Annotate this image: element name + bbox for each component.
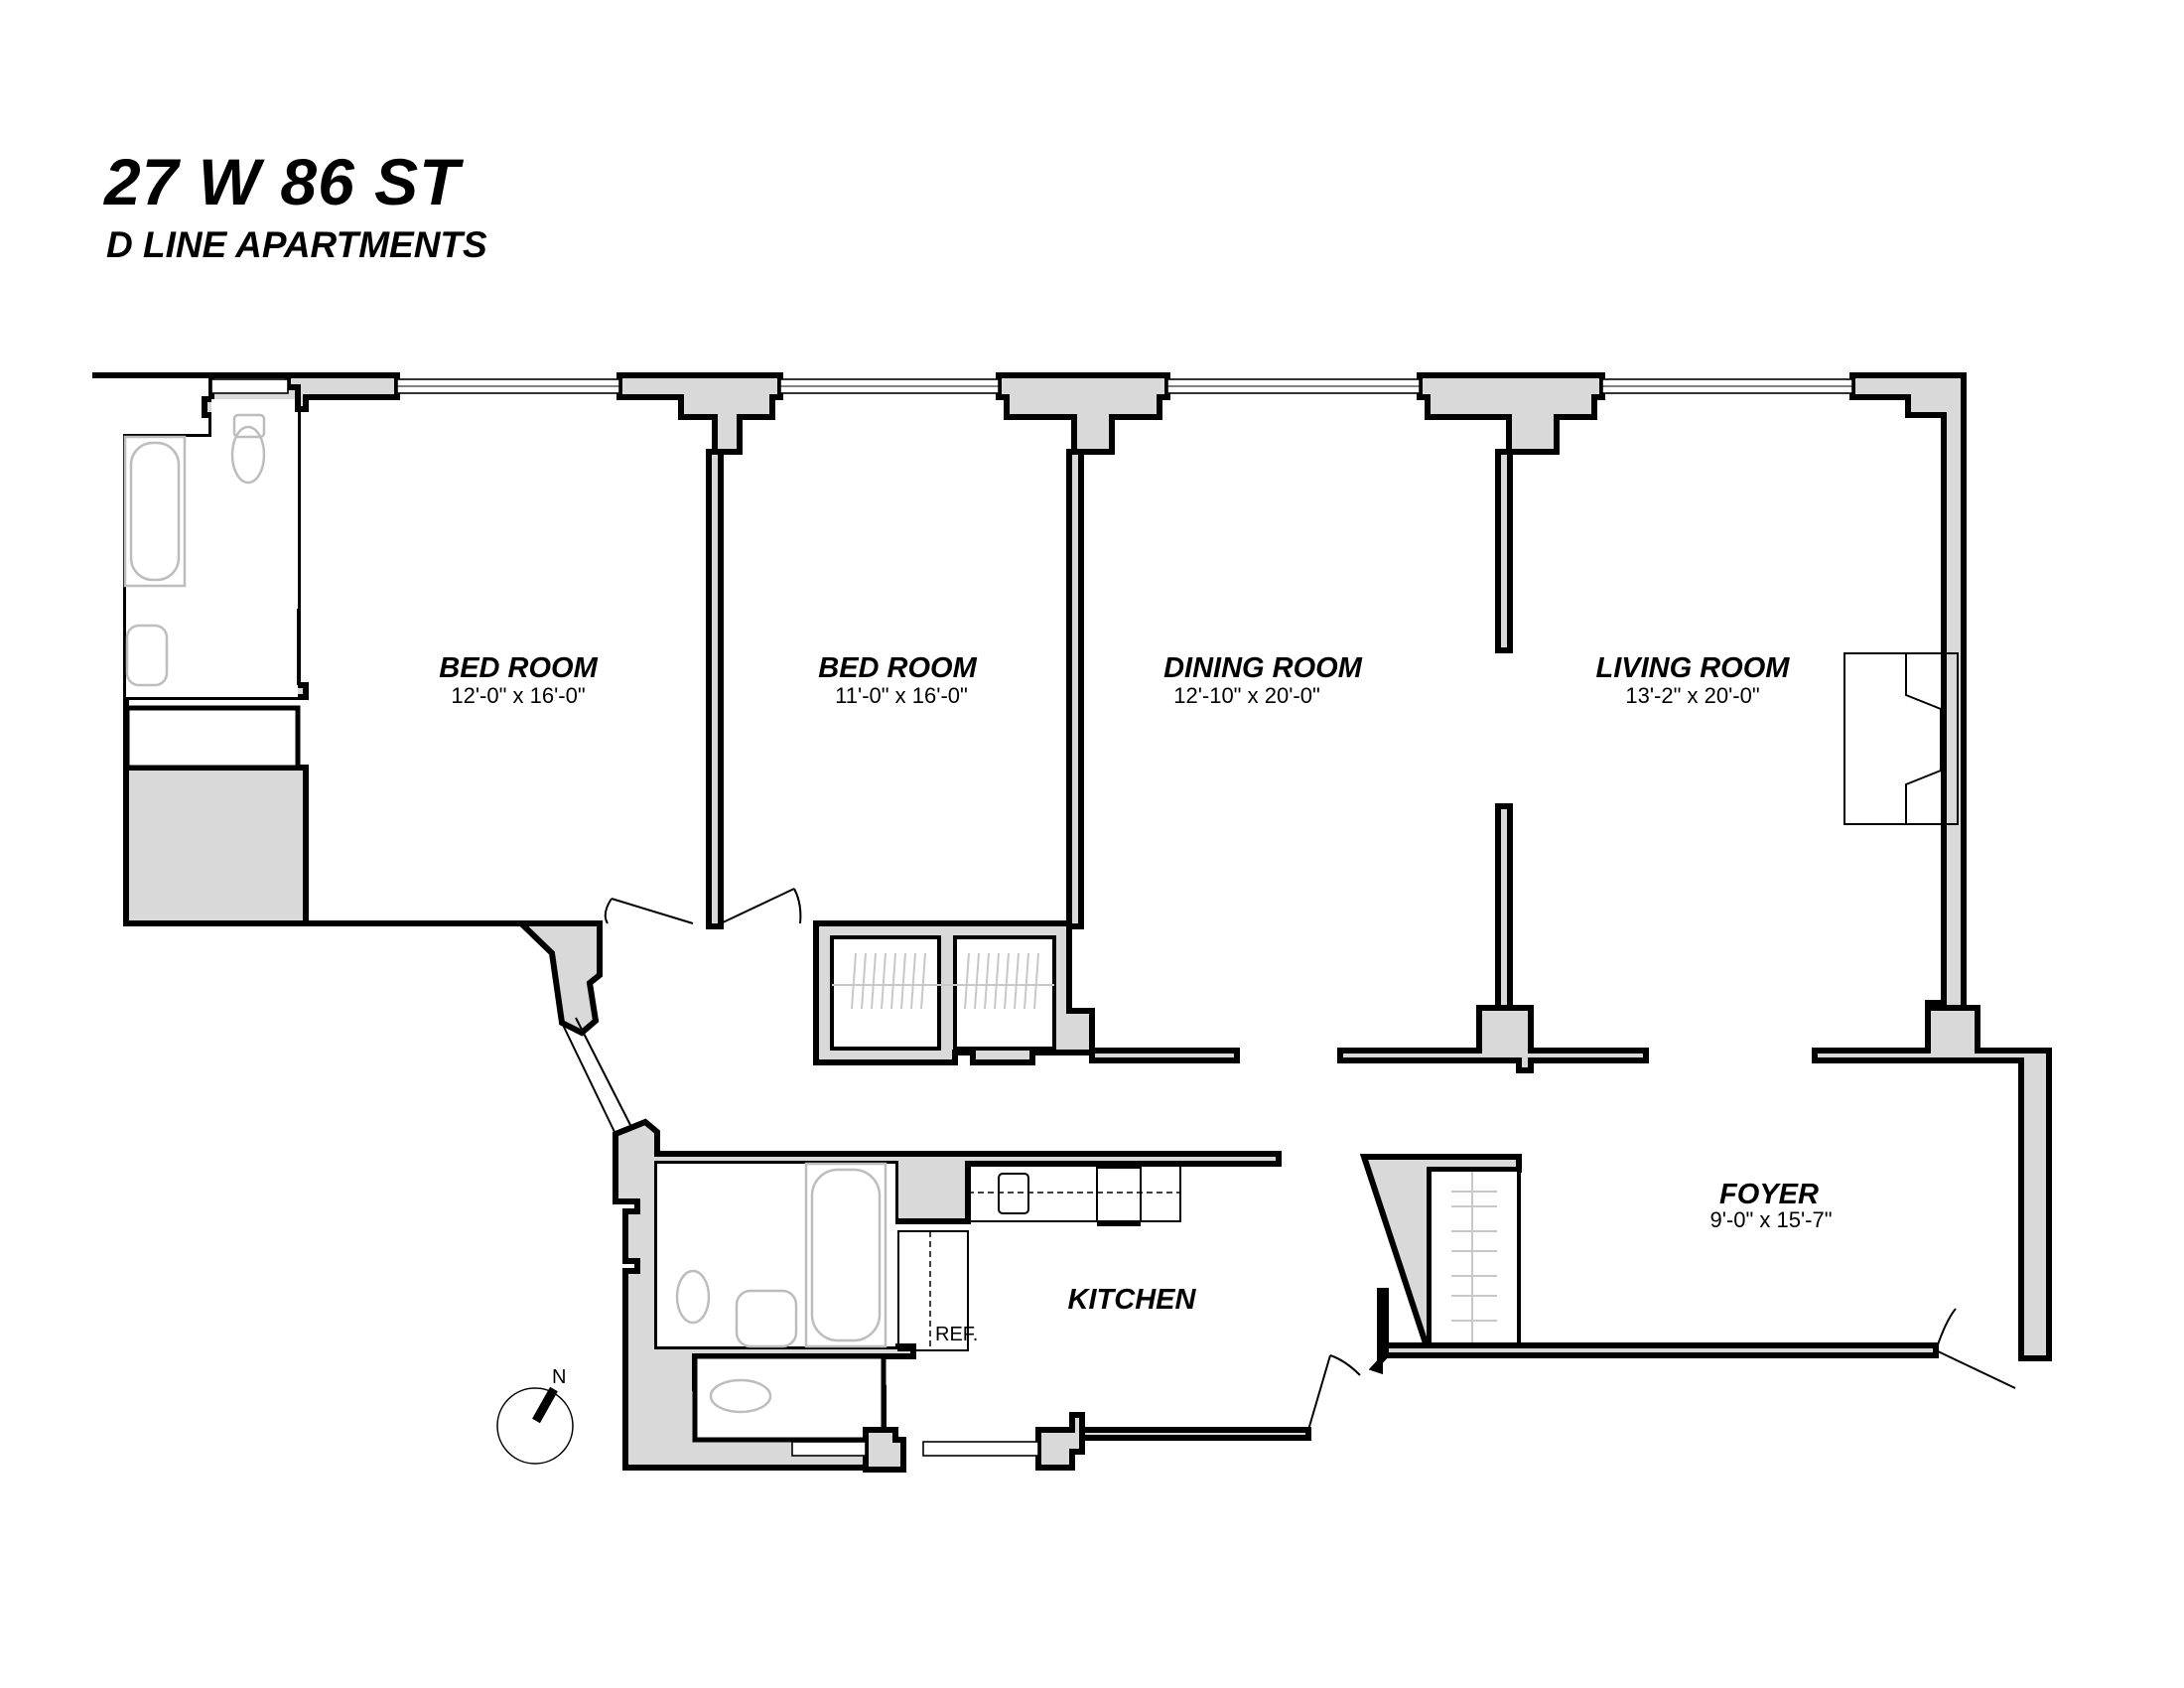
- powder-room: [692, 1353, 887, 1443]
- north-compass: N: [496, 1366, 574, 1465]
- room-dimensions: 12'-10" x 20'-0": [1173, 683, 1320, 708]
- partition-dining-living-upper: [1495, 449, 1513, 653]
- north-wall-pier-2: [996, 372, 1170, 455]
- room-kitchen: KITCHEN: [1068, 1284, 1197, 1316]
- window: [210, 378, 289, 394]
- building-address-title: 27 W 86 ST: [104, 145, 461, 218]
- entry-door: [1935, 1308, 2016, 1389]
- toilet: [230, 425, 266, 485]
- bedroom-1-door: [604, 898, 694, 924]
- fireplace: [1843, 652, 1959, 825]
- kitchen-service-door: [1307, 1354, 1361, 1431]
- north-wall-segment-1: [285, 372, 400, 412]
- window: [922, 1441, 1039, 1457]
- room-dimensions: 13'-2" x 20'-0": [1625, 683, 1759, 708]
- room-foyer: FOYER 9'-0" x 15'-7": [1709, 1179, 1832, 1232]
- foyer-east-wall: [1812, 1005, 2052, 1361]
- kitchen-counter: REF.: [897, 1163, 1181, 1351]
- window: [791, 1441, 867, 1457]
- room-dimensions: 9'-0" x 15'-7": [1709, 1207, 1832, 1232]
- bath-2-floor: [657, 1164, 895, 1346]
- room-bedroom-2: BED ROOM 11'-0" x 16'-0": [818, 652, 977, 708]
- north-windows: [210, 378, 1853, 394]
- kitchen-south-pier-2: [1035, 1412, 1085, 1471]
- partition-bed2-dining: [1066, 449, 1084, 929]
- partition-bed1-bed2: [706, 449, 724, 929]
- apartment-line-subtitle: D LINE APARTMENTS: [106, 224, 487, 265]
- compass-circle: [496, 1387, 574, 1465]
- bath-1-fixtures: [123, 413, 266, 687]
- bath-1-floor: [126, 437, 298, 697]
- room-name: KITCHEN: [1068, 1284, 1197, 1316]
- north-wall-pier-1: [616, 372, 783, 455]
- compass-needle-icon: [532, 1386, 558, 1424]
- closet-b: [953, 935, 1056, 1051]
- kitchen-south-pier: [863, 1427, 906, 1473]
- toilet: [675, 1269, 711, 1325]
- linen-closet: [124, 705, 301, 771]
- dining-south-wall-right: [1337, 1005, 1649, 1073]
- foyer-south-wall: [1383, 1342, 1939, 1358]
- refrigerator-label: REF.: [935, 1324, 978, 1345]
- sink: [125, 624, 169, 687]
- dining-south-wall-left: [1089, 1048, 1240, 1063]
- foyer-closet-hangers: [1451, 1172, 1497, 1343]
- room-name: BED ROOM: [439, 652, 598, 684]
- closet-hangers: [832, 952, 1054, 1010]
- north-wall-pier-3: [1417, 372, 1605, 455]
- room-name: LIVING ROOM: [1596, 652, 1791, 684]
- sink: [735, 1289, 798, 1348]
- kitchen-sink: [998, 1173, 1029, 1214]
- bathtub: [804, 1162, 887, 1348]
- stove: [1096, 1167, 1142, 1222]
- stove-front: [1097, 1221, 1141, 1226]
- room-dimensions: 12'-0" x 16'-0": [451, 683, 585, 708]
- north-wall-pier-4: [1849, 372, 1976, 1055]
- room-living: LIVING ROOM 13'-2" x 20'-0": [1596, 652, 1791, 708]
- room-dining: DINING ROOM 12'-10" x 20'-0": [1163, 652, 1363, 708]
- room-name: FOYER: [1719, 1179, 1819, 1210]
- bedroom-2-door: [720, 888, 802, 924]
- toilet: [709, 1378, 772, 1414]
- room-name: DINING ROOM: [1163, 652, 1363, 684]
- partition-dining-living-lower: [1495, 803, 1513, 1013]
- refrigerator: [897, 1230, 969, 1351]
- room-bedroom-1: BED ROOM 12'-0" x 16'-0": [439, 652, 598, 708]
- bath-1-alcove: [211, 399, 298, 437]
- foyer-closet: [1428, 1168, 1521, 1347]
- bathtub: [123, 435, 187, 588]
- compass-north-label: N: [552, 1366, 566, 1388]
- bath-2-fixtures: [675, 1162, 887, 1414]
- kitchen-south-wall: [1079, 1427, 1311, 1441]
- room-dimensions: 11'-0" x 16'-0": [835, 683, 968, 708]
- room-name: BED ROOM: [818, 652, 977, 684]
- corridor-window: [561, 1017, 632, 1135]
